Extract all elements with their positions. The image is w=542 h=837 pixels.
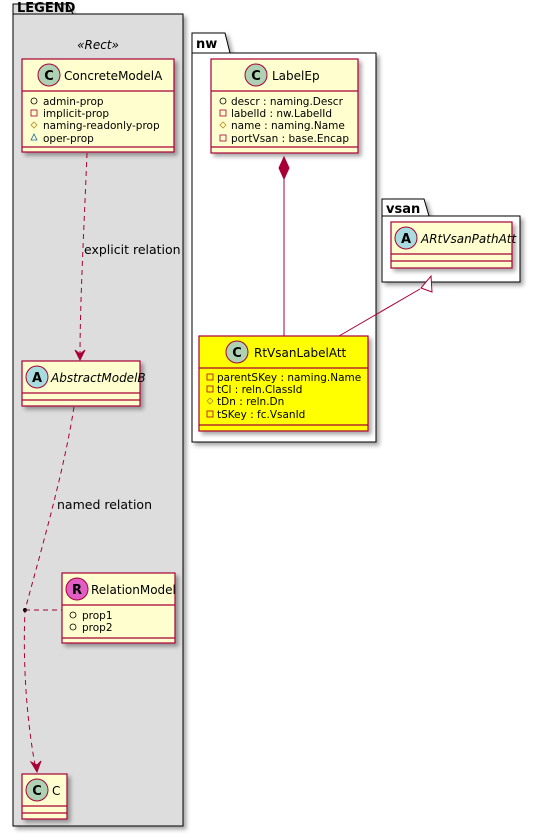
package-visibility-icon [30, 133, 38, 141]
explicit-relation-arrow: explicit relation [74, 152, 181, 362]
class-name: LabelEp [272, 69, 320, 83]
attribute: oper-prop [43, 133, 94, 145]
attribute: tCl : reln.ClassId [217, 384, 302, 396]
attribute: prop1 [82, 610, 113, 622]
class-name: RtVsanLabelAtt [254, 346, 347, 360]
private-visibility-icon [219, 109, 227, 117]
public-visibility-icon [219, 97, 227, 105]
abstract-class-a-icon [394, 226, 418, 250]
attribute: tDn : reln.Dn [217, 396, 284, 408]
class-abstract-model-b[interactable]: A AbstractModelB [21, 360, 146, 407]
attribute: portVsan : base.Encap [231, 133, 349, 145]
inheritance-triangle-icon [420, 274, 433, 293]
class-c-icon [25, 778, 49, 802]
class-icon-letter: C [251, 69, 261, 84]
public-visibility-icon [30, 97, 38, 105]
class-relation-model[interactable]: R RelationModel prop1 prop2 [61, 572, 176, 644]
class-name: ConcreteModelA [64, 69, 163, 83]
composition-link [278, 155, 290, 336]
class-c-icon [244, 63, 268, 87]
class-icon-letter: A [32, 371, 42, 386]
private-visibility-icon [206, 410, 214, 418]
named-relation-label: named relation [57, 497, 152, 512]
class-name: ARtVsanPathAtt [420, 232, 517, 246]
legend-stereotype: «Rect» [77, 38, 119, 52]
public-visibility-icon [69, 611, 77, 619]
relation-r-icon [65, 577, 89, 601]
explicit-relation-label: explicit relation [84, 242, 181, 257]
composition-diamond-icon [278, 155, 290, 181]
class-icon-letter: C [32, 784, 42, 799]
class-c[interactable]: C C [21, 773, 68, 820]
protected-visibility-icon [30, 121, 38, 129]
protected-visibility-icon [219, 121, 227, 129]
class-icon-letter: C [44, 69, 54, 84]
legend-package-title: LEGEND [17, 1, 76, 16]
private-visibility-icon [30, 109, 38, 117]
private-visibility-icon [219, 134, 227, 142]
class-a-rt-vsan-path-att[interactable]: A ARtVsanPathAtt [390, 221, 517, 269]
private-visibility-icon [206, 373, 214, 381]
attribute: labelId : nw.LabelId [231, 108, 332, 120]
nw-package-title: nw [196, 37, 217, 52]
class-c-icon [37, 63, 61, 87]
class-name: C [52, 784, 60, 798]
abstract-class-a-icon [25, 365, 49, 389]
attribute: implicit-prop [43, 108, 109, 120]
class-concrete-model-a[interactable]: C ConcreteModelA admin-prop implicit-pro… [21, 58, 175, 153]
class-rt-vsan-label-att[interactable]: C RtVsanLabelAtt parentSKey : naming.Nam… [198, 335, 369, 432]
protected-visibility-icon [206, 397, 214, 405]
class-icon-letter: R [72, 583, 82, 598]
public-visibility-icon [69, 623, 77, 631]
attribute: prop2 [82, 622, 113, 634]
attribute: name : naming.Name [231, 120, 345, 132]
attribute: descr : naming.Descr [231, 96, 344, 108]
class-label-ep[interactable]: C LabelEp descr : naming.Descr labelId :… [210, 58, 359, 154]
attribute: parentSKey : naming.Name [217, 372, 361, 384]
attribute: tSKey : fc.VsanId [217, 409, 305, 421]
attribute: naming-readonly-prop [43, 120, 160, 132]
named-relation-arrow: named relation [23, 406, 152, 774]
class-icon-letter: C [232, 346, 242, 361]
generalization-link [338, 274, 433, 337]
class-name: AbstractModelB [50, 371, 146, 385]
class-c-icon [225, 340, 249, 364]
attribute: admin-prop [43, 96, 104, 108]
vsan-package-title: vsan [386, 202, 420, 217]
class-icon-letter: A [401, 232, 411, 247]
class-name: RelationModel [91, 583, 176, 597]
private-visibility-icon [206, 385, 214, 393]
